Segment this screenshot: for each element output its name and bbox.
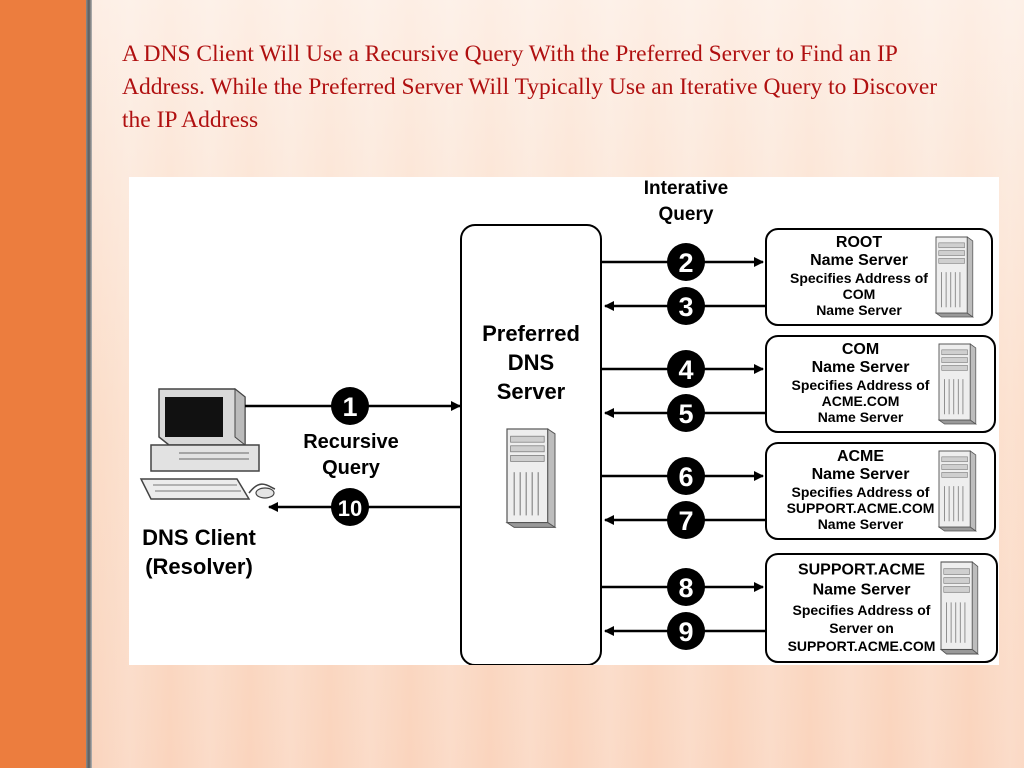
client-label-2: (Resolver) xyxy=(145,554,253,579)
step-badge xyxy=(667,243,705,281)
computer-icon xyxy=(139,387,276,500)
name-server-l3: Specifies Address of xyxy=(792,377,930,393)
server-icon xyxy=(938,343,977,425)
iterative-label-2: Query xyxy=(659,204,714,225)
step-1-badge xyxy=(331,387,369,425)
name-server-l5: SUPPORT.ACME.COM xyxy=(788,638,936,654)
step-badge xyxy=(667,612,705,650)
server-icon xyxy=(506,428,556,529)
step-number: 7 xyxy=(678,506,693,536)
name-server-l5: Name Server xyxy=(818,409,904,425)
preferred-label-3: Server xyxy=(497,379,566,404)
step-badge xyxy=(667,350,705,388)
step-10-badge xyxy=(331,488,369,526)
step-badge xyxy=(667,457,705,495)
diagram-panel: Interative Query Preferred DNS Server DN… xyxy=(129,177,999,666)
recursive-label-2: Query xyxy=(322,457,381,479)
step-number: 5 xyxy=(678,399,693,429)
step-number: 3 xyxy=(678,292,693,322)
server-icon xyxy=(940,561,979,655)
slide-title: A DNS Client Will Use a Recursive Query … xyxy=(122,41,938,133)
step-badge xyxy=(667,287,705,325)
sidebar-edge xyxy=(86,0,92,768)
name-server-box xyxy=(765,335,996,433)
step-number: 4 xyxy=(678,355,693,385)
step-number: 9 xyxy=(678,617,693,647)
name-server-l3: Specifies Address of xyxy=(793,602,931,618)
iterative-label-1: Interative xyxy=(644,178,728,199)
name-server-l2: Name Server xyxy=(812,359,910,376)
preferred-label-1: Preferred xyxy=(482,321,580,346)
name-server-l2: Name Server xyxy=(812,466,910,483)
recursive-label-1: Recursive xyxy=(303,431,399,453)
name-server-l2: Name Server xyxy=(813,582,911,599)
name-server-l5: Name Server xyxy=(816,302,902,318)
name-server-l1: ROOT xyxy=(836,234,882,251)
step-number: 8 xyxy=(678,573,693,603)
server-icon xyxy=(938,450,977,532)
client-label-1: DNS Client xyxy=(142,525,256,550)
name-server-l1: ACME xyxy=(837,448,884,465)
step-number: 6 xyxy=(678,462,693,492)
name-server-l1: COM xyxy=(842,341,879,358)
name-server-l3: Specifies Address of xyxy=(792,484,930,500)
sidebar-bar xyxy=(0,0,86,768)
name-server-l3: Specifies Address of xyxy=(790,270,928,286)
step-number: 2 xyxy=(678,248,693,278)
name-server-l4: ACME.COM xyxy=(822,393,900,409)
name-server-l4: Server on xyxy=(829,620,894,636)
step-badge xyxy=(667,394,705,432)
preferred-label-2: DNS xyxy=(508,350,554,375)
server-icon xyxy=(935,236,974,318)
step-1-number: 1 xyxy=(342,392,357,422)
name-server-l4: COM xyxy=(843,286,876,302)
name-server-l1: SUPPORT.ACME xyxy=(798,561,925,578)
name-server-l4: SUPPORT.ACME.COM xyxy=(787,500,935,516)
step-badge xyxy=(667,568,705,606)
name-server-l2: Name Server xyxy=(810,252,908,269)
name-server-box xyxy=(765,442,996,540)
name-server-box xyxy=(765,228,993,326)
name-server-l5: Name Server xyxy=(818,516,904,532)
step-badge xyxy=(667,501,705,539)
name-server-box xyxy=(765,553,998,663)
step-10-number: 10 xyxy=(338,496,362,521)
dns-diagram: Interative Query Preferred DNS Server DN… xyxy=(139,178,998,666)
